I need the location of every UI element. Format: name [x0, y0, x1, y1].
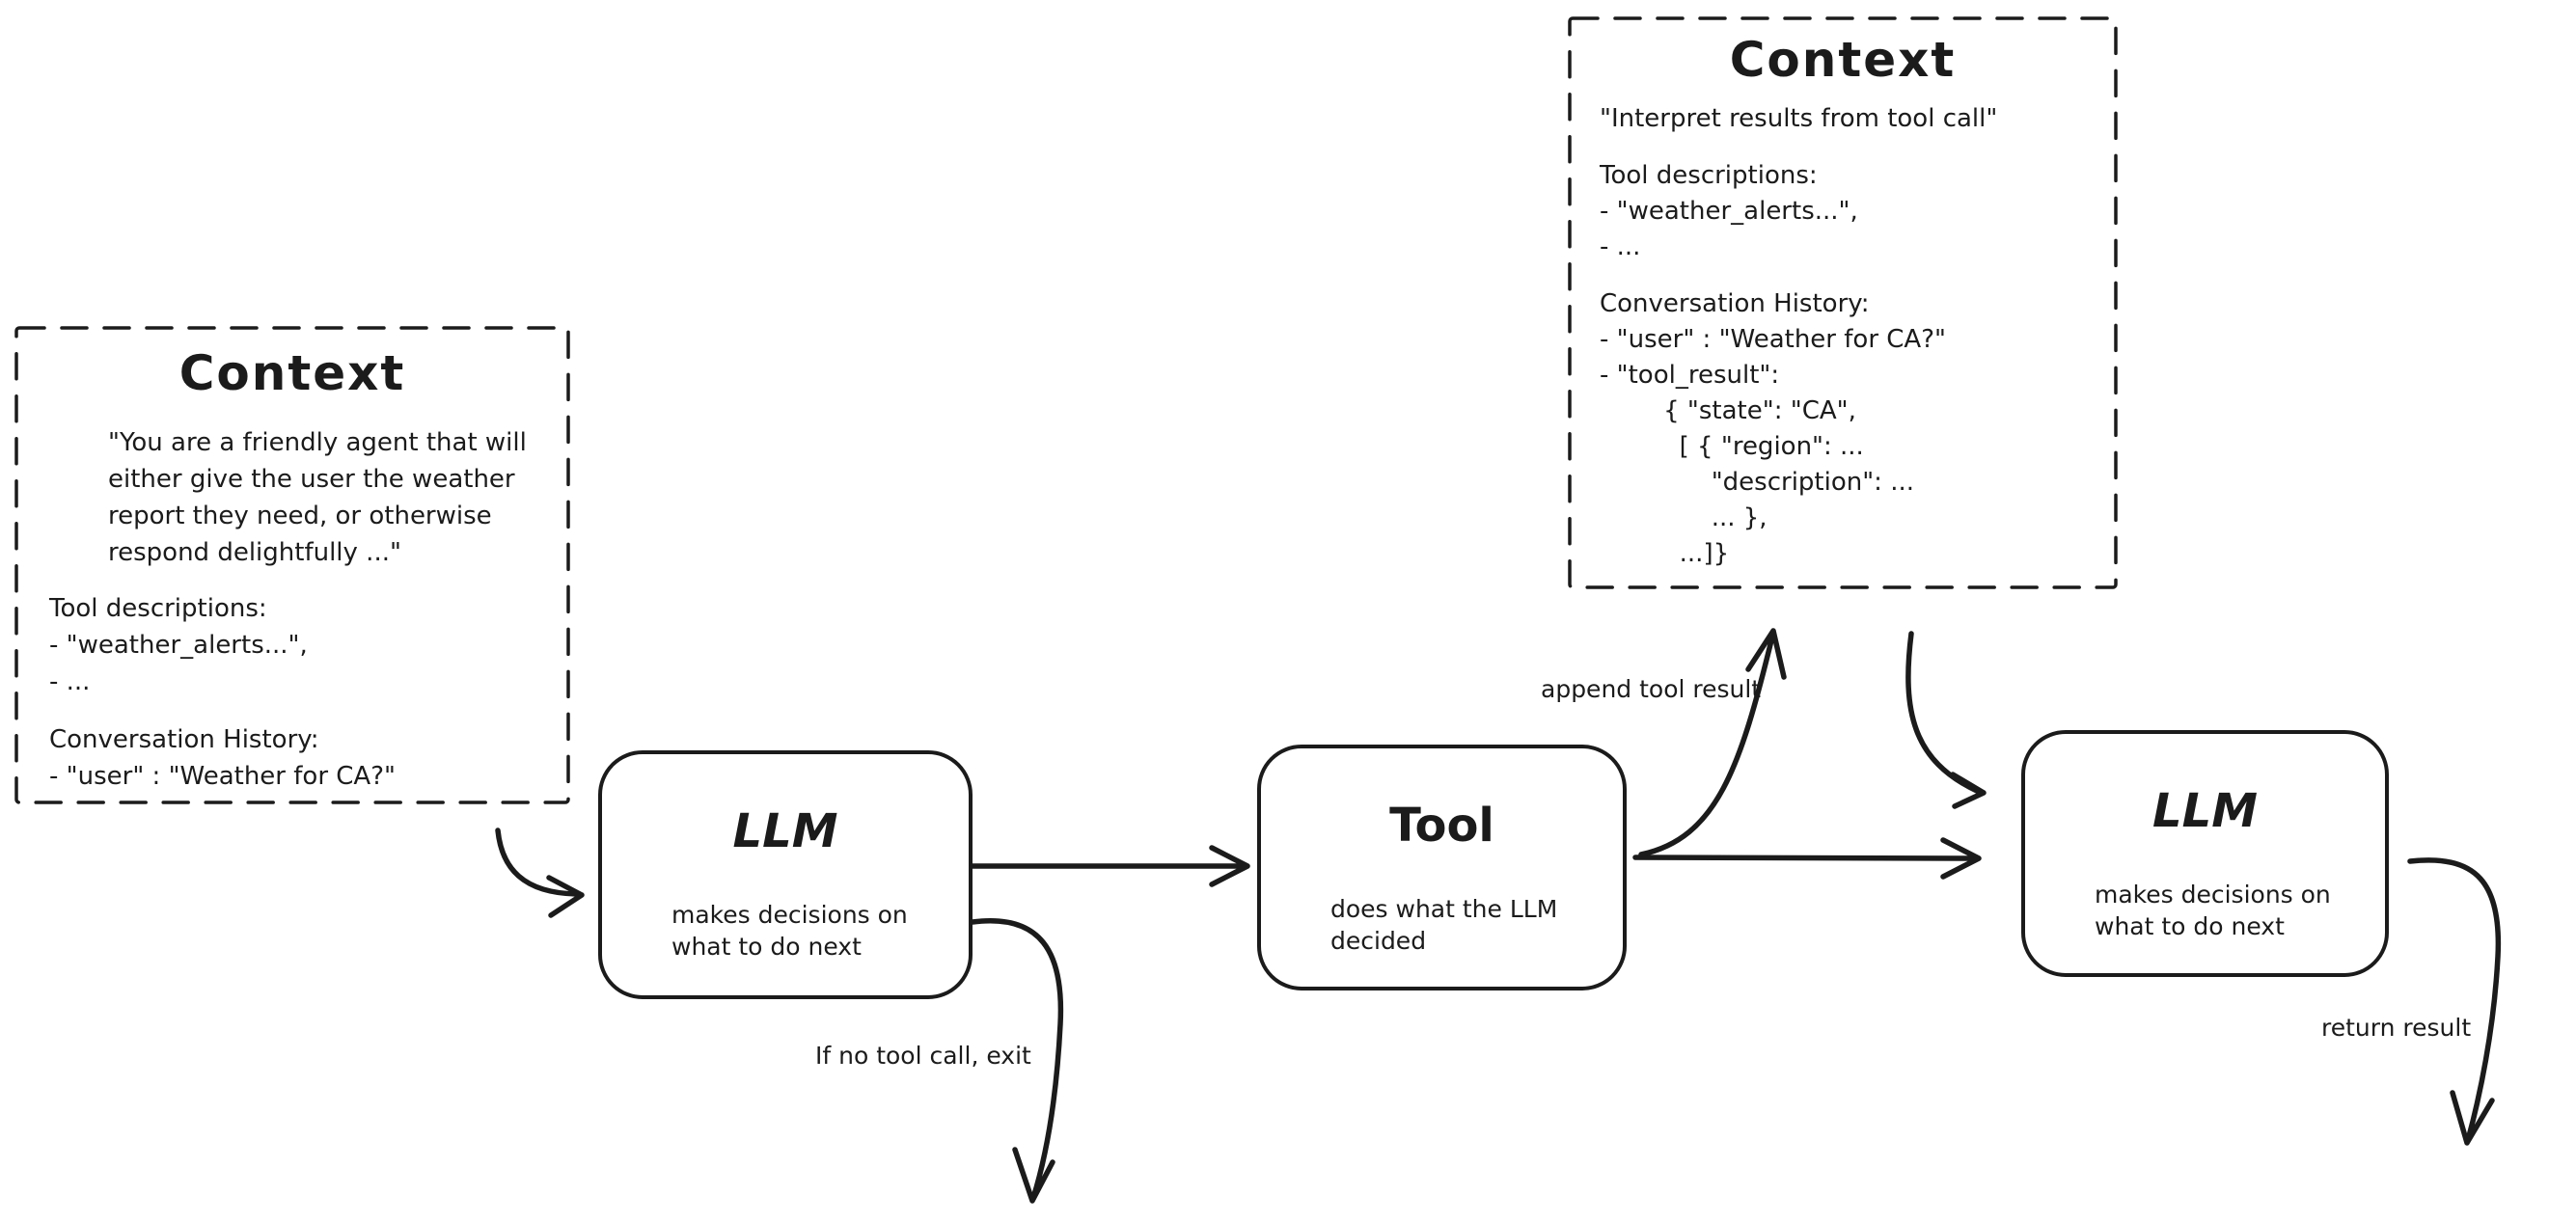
context-line: report they need, or otherwise — [108, 502, 492, 530]
node-desc-line: what to do next — [671, 933, 862, 961]
context-line: respond delightfully ..." — [108, 538, 401, 567]
arrow-llm2-return — [2407, 857, 2502, 1146]
context-line: ...]} — [1600, 539, 1730, 568]
arrow-tool-to-llm2 — [1632, 837, 1982, 880]
context-left-system-prompt: "You are a friendly agent that will eith… — [108, 424, 527, 571]
node-tool: Tool does what the LLM decided — [1257, 745, 1627, 990]
context-line: - ... — [1600, 232, 1641, 261]
node-tool-desc: does what the LLM decided — [1330, 893, 1557, 957]
context-line: - "user" : "Weather for CA?" — [49, 762, 396, 791]
label-append-tool-result: append tool result — [1541, 675, 1762, 703]
arrow-context1-to-llm1 — [495, 828, 585, 918]
context-left-border — [14, 326, 570, 804]
node-desc-line: does what the LLM — [1330, 895, 1558, 923]
context-line: either give the user the weather — [108, 465, 515, 494]
context-right-border — [1568, 16, 2118, 589]
node-llm-1-title: LLM — [732, 804, 838, 858]
node-llm-2-desc: makes decisions on what to do next — [2095, 879, 2331, 942]
context-line: { "state": "CA", — [1600, 396, 1856, 425]
context-box-right: Context "Interpret results from tool cal… — [1570, 18, 2116, 587]
label-if-no-tool-call-exit: If no tool call, exit — [815, 1042, 1031, 1070]
node-llm-2: LLM makes decisions on what to do next — [2021, 730, 2389, 977]
context-left-details: Tool descriptions: - "weather_alerts..."… — [49, 590, 396, 795]
context-line: [ { "region": ... — [1600, 432, 1864, 461]
context-line: "description": ... — [1600, 468, 1915, 497]
context-line: "You are a friendly agent that will — [108, 428, 527, 457]
node-desc-line: decided — [1330, 927, 1427, 955]
arrow-llm1-exit — [970, 918, 1064, 1204]
context-line: - ... — [49, 667, 91, 696]
context-line — [1600, 137, 1997, 158]
node-tool-title: Tool — [1389, 799, 1494, 853]
context-line: - "user" : "Weather for CA?" — [1600, 325, 1946, 354]
arrow-tool-to-context2 — [1638, 628, 1787, 857]
node-desc-line: makes decisions on — [2095, 881, 2331, 909]
context-line: "Interpret results from tool call" — [1600, 104, 1998, 133]
arrow-context2-to-llm2 — [1905, 631, 1987, 809]
node-desc-line: what to do next — [2095, 912, 2285, 940]
node-llm-2-title: LLM — [2152, 784, 2258, 838]
node-llm-1: LLM makes decisions on what to do next — [598, 750, 973, 999]
context-line — [1600, 265, 1997, 286]
context-line — [49, 700, 396, 721]
context-line: ... }, — [1600, 503, 1768, 532]
context-right-title: Context — [1729, 32, 1957, 88]
context-box-left: Context "You are a friendly agent that w… — [16, 328, 568, 802]
context-line: Tool descriptions: — [1600, 161, 1818, 190]
context-right-details: "Interpret results from tool call" Tool … — [1600, 101, 1997, 572]
context-line: - "weather_alerts...", — [1600, 197, 1858, 226]
context-line: - "weather_alerts...", — [49, 631, 308, 660]
node-desc-line: makes decisions on — [671, 901, 908, 929]
context-line: Conversation History: — [49, 725, 319, 754]
context-line: Conversation History: — [1600, 289, 1870, 318]
context-line: Tool descriptions: — [49, 594, 267, 623]
arrow-llm1-to-tool — [969, 845, 1250, 887]
context-line: - "tool_result": — [1600, 361, 1780, 390]
node-llm-1-desc: makes decisions on what to do next — [671, 899, 908, 963]
label-return-result: return result — [2321, 1014, 2472, 1042]
context-left-title: Context — [178, 345, 406, 401]
